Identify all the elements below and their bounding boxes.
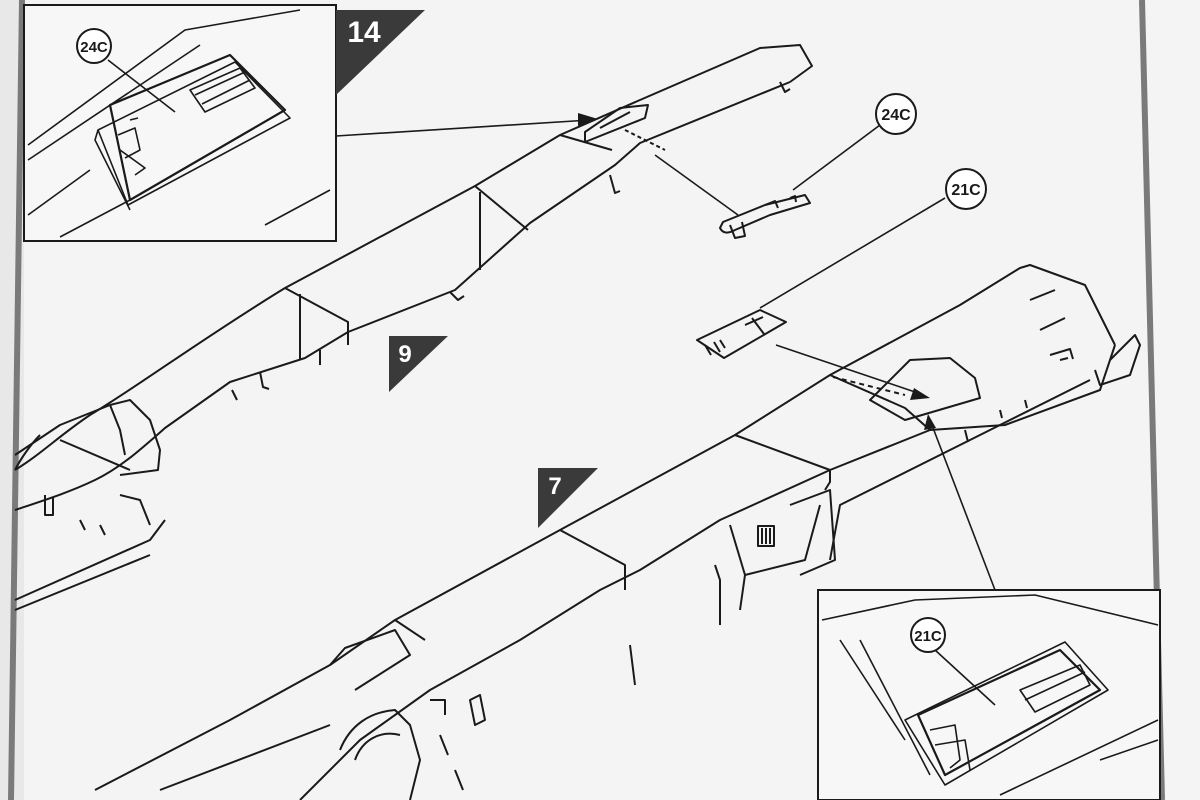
leader-21c-callout [759, 197, 946, 309]
step-14-number: 14 [347, 16, 381, 49]
step-7-number: 7 [548, 473, 561, 500]
inset-bottom-part-badge [910, 617, 946, 653]
lower-fuselage-half [94, 264, 1141, 800]
callout-24c: 24C [875, 93, 917, 135]
arrow-head-inset-top [578, 113, 598, 126]
inset-bottom-right: 21C [817, 589, 1161, 800]
inset-top-part-badge [76, 28, 112, 64]
step-14-marker: 14 [336, 10, 425, 95]
step-9-marker: 9 [389, 336, 448, 392]
leader-inset-top-to-wing [335, 119, 591, 137]
inset-top-part-label: 24C [80, 39, 108, 56]
step-7-marker: 7 [538, 468, 598, 528]
vent-grille [757, 525, 775, 547]
arrow-21c-to-cockpit [775, 344, 919, 394]
arrow-head-21c [910, 388, 930, 400]
step-9-number: 9 [398, 341, 411, 368]
inset-bottom-part-label: 21C [914, 628, 942, 645]
leader-cockpit-to-inset-bottom [929, 419, 996, 591]
leader-24c-callout [792, 124, 881, 191]
part-21c-drawing [696, 309, 787, 359]
callout-24c-label: 24C [881, 107, 911, 124]
callout-21c-label: 21C [951, 182, 981, 199]
leader-24c-to-wing [654, 154, 739, 216]
callout-21c: 21C [945, 168, 987, 210]
inset-top-left: 24C [23, 4, 337, 242]
frame-left [8, 0, 25, 800]
upper-fuselage-half [14, 44, 813, 611]
arrow-head-cockpit [924, 414, 936, 430]
part-24c-drawing [719, 194, 811, 239]
